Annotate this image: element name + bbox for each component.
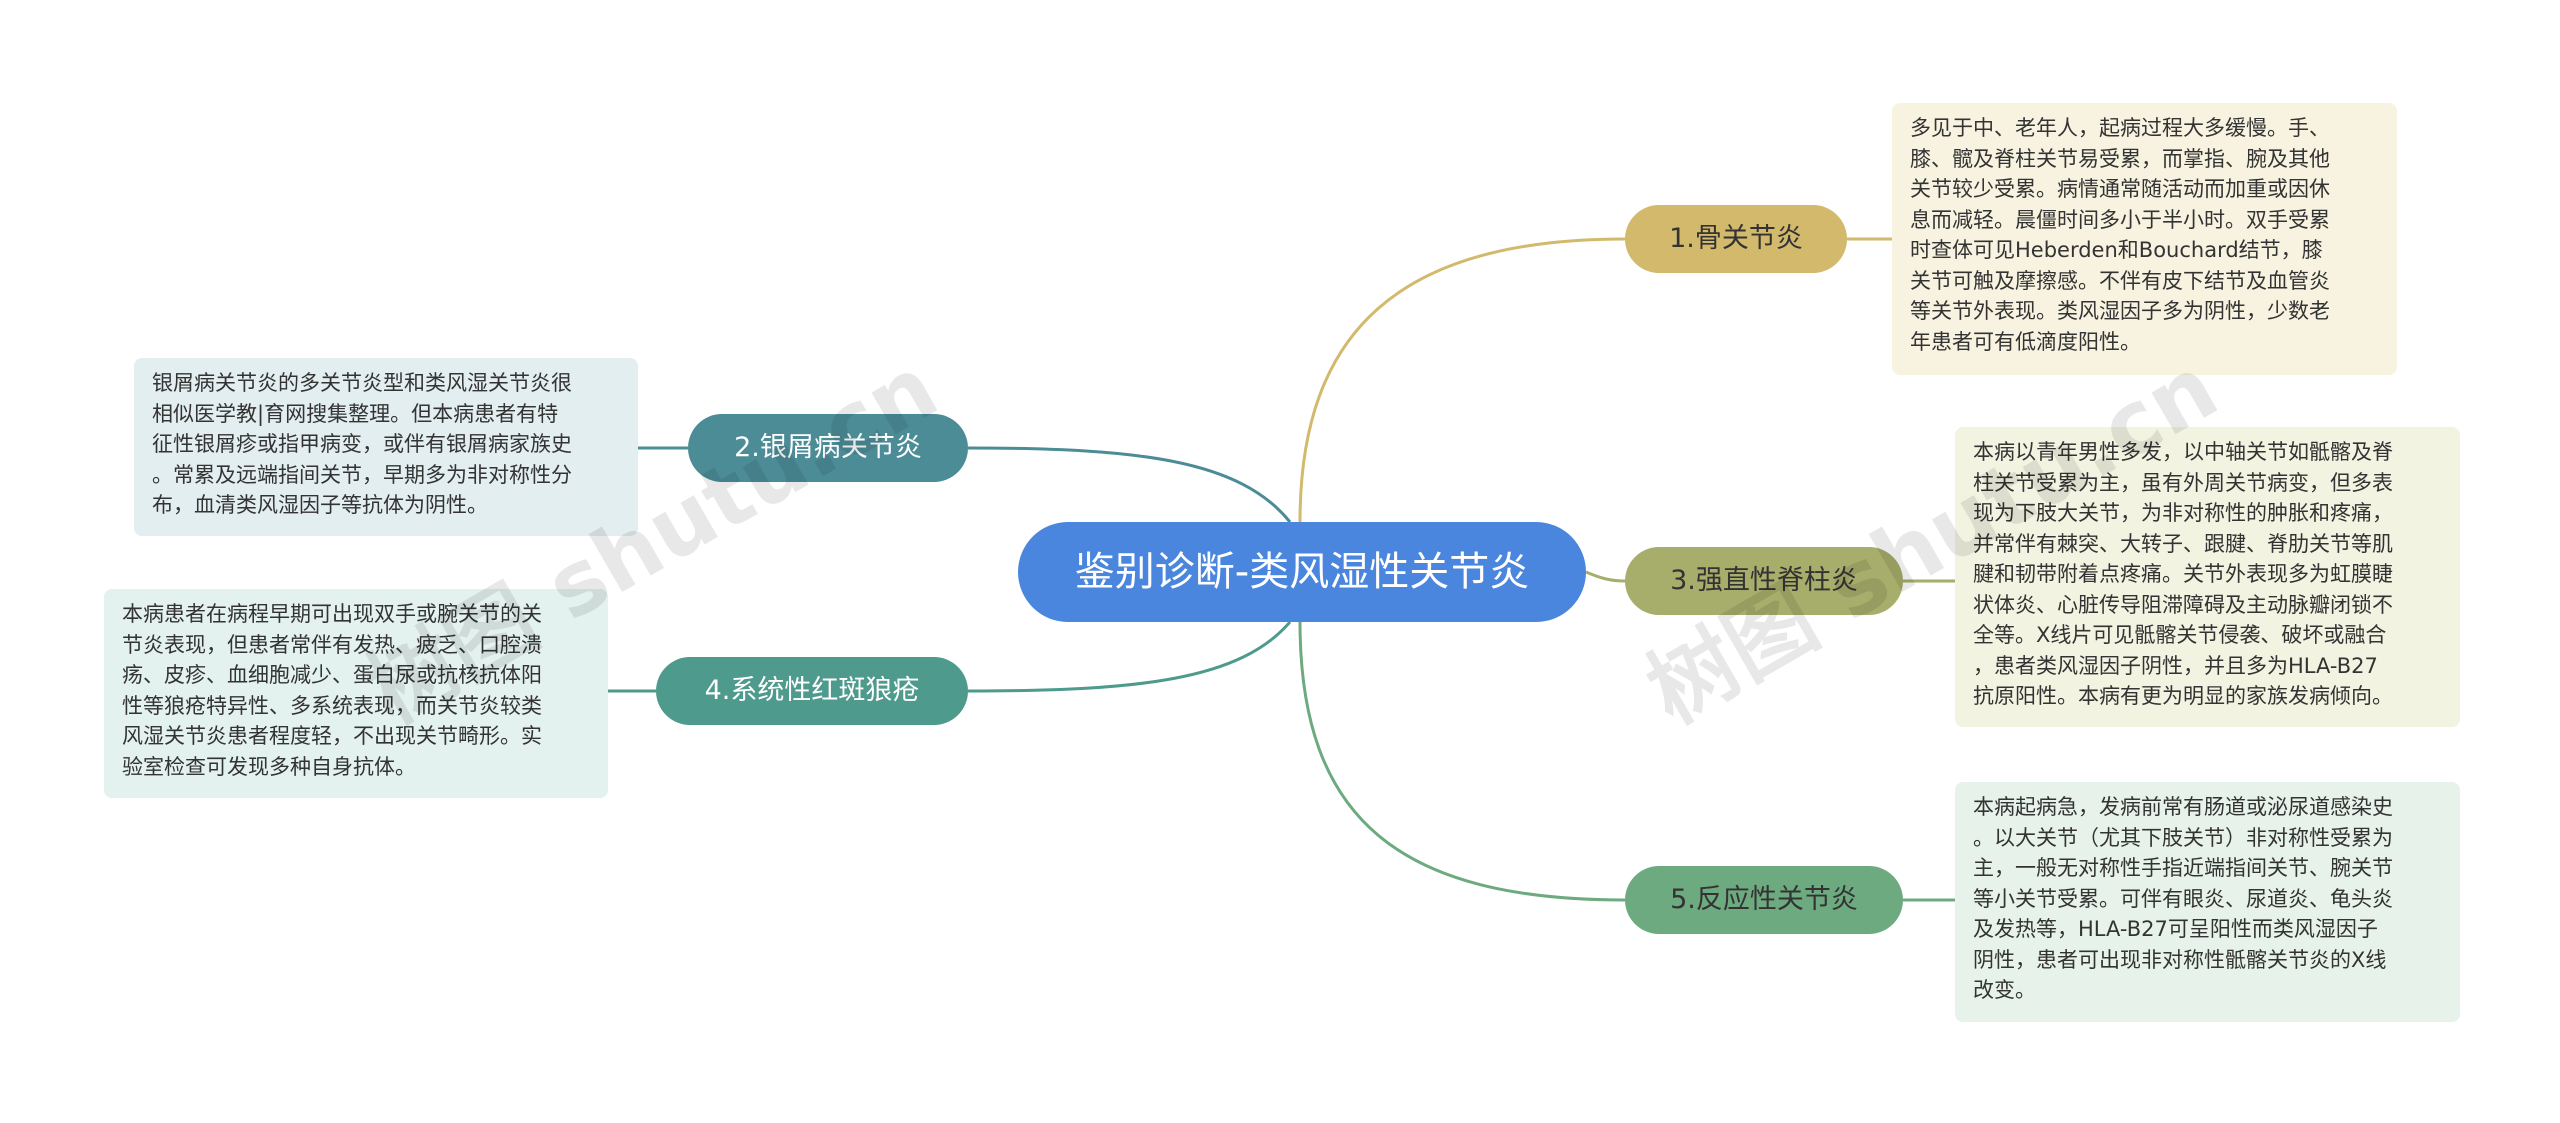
note-line: 本病以青年男性多发，以中轴关节如骶髂及脊 — [1973, 440, 2393, 464]
note-line: 关节较少受累。病情通常随活动而加重或因休 — [1910, 177, 2330, 201]
note-line: 节炎表现，但患者常伴有发热、疲乏、口腔溃 — [122, 632, 542, 657]
note-line: 等关节外表现。类风湿因子多为阴性，少数老 — [1910, 299, 2330, 323]
note-line: 。常累及远端指间关节，早期多为非对称性分 — [152, 462, 572, 487]
note-line: 风湿关节炎患者程度轻，不出现关节畸形。实 — [122, 724, 542, 748]
connector-branch-2 — [967, 446, 1292, 523]
note-line: 柱关节受累为主，虽有外周关节病变，但多表 — [1973, 470, 2393, 495]
connector-branch-1 — [1298, 237, 1626, 523]
branch-reactive-arthritis[interactable]: 5.反应性关节炎 — [1625, 866, 1903, 934]
note-line: 息而减轻。晨僵时间多小于半小时。双手受累 — [1910, 207, 2330, 232]
note-line: 时查体可见Heberden和Bouchard结节，膝 — [1910, 238, 2323, 262]
note-line: 抗原阳性。本病有更为明显的家族发病倾向。 — [1973, 684, 2393, 708]
note-psoriatic-arthritis[interactable]: 银屑病关节炎的多关节炎型和类风湿关节炎很 相似医学教|育网搜集整理。但本病患者有… — [134, 358, 638, 536]
note-line: 性等狼疮特异性、多系统表现，而关节炎较类 — [122, 693, 542, 718]
branch-psoriatic-arthritis[interactable]: 2.银屑病关节炎 — [688, 414, 968, 482]
note-line: 银屑病关节炎的多关节炎型和类风湿关节炎很 — [152, 371, 572, 395]
note-line: 年患者可有低滴度阳性。 — [1910, 329, 2141, 354]
note-line: 主，一般无对称性手指近端指间关节、腕关节 — [1973, 856, 2393, 880]
note-line: 改变。 — [1973, 978, 2036, 1002]
note-line: 关节可触及摩擦感。不伴有皮下结节及血管炎 — [1910, 268, 2330, 293]
branch-lupus[interactable]: 4.系统性红斑狼疮 — [656, 657, 968, 725]
note-line: 等小关节受累。可伴有眼炎、尿道炎、龟头炎 — [1973, 886, 2393, 911]
note-line: ，患者类风湿因子阴性，并且多为HLA-B27 — [1973, 653, 2378, 678]
connector-branch-3 — [1585, 570, 1626, 583]
note-line: 腱和韧带附着点疼痛。关节外表现多为虹膜睫 — [1973, 562, 2393, 586]
note-line: 本病患者在病程早期可出现双手或腕关节的关 — [122, 602, 542, 626]
branch-osteoarthritis[interactable]: 1.骨关节炎 — [1625, 205, 1847, 273]
note-line: 多见于中、老年人，起病过程大多缓慢。手、 — [1910, 116, 2330, 140]
note-line: 现为下肢大关节，为非对称性的肿胀和疼痛， — [1973, 501, 2393, 525]
note-line: 疡、皮疹、血细胞减少、蛋白尿或抗核抗体阳 — [122, 663, 542, 687]
note-line: 并常伴有棘突、大转子、跟腱、脊肋关节等肌 — [1973, 531, 2393, 556]
connector-branch-4 — [967, 621, 1292, 693]
note-line: 阴性，患者可出现非对称性骶髂关节炎的X线 — [1973, 947, 2387, 972]
connector-branch-5 — [1298, 621, 1626, 902]
note-line: 征性银屑疹或指甲病变，或伴有银屑病家族史 — [152, 432, 572, 456]
note-line: 状体炎、心脏传导阻滞障碍及主动脉瓣闭锁不 — [1973, 592, 2393, 617]
note-line: 布，血清类风湿因子等抗体为阴性。 — [152, 493, 488, 517]
note-lupus[interactable]: 本病患者在病程早期可出现双手或腕关节的关 节炎表现，但患者常伴有发热、疲乏、口腔… — [104, 589, 608, 798]
note-reactive-arthritis[interactable]: 本病起病急，发病前常有肠道或泌尿道感染史 。以大关节（尤其下肢关节）非对称性受累… — [1955, 782, 2460, 1022]
note-line: 本病起病急，发病前常有肠道或泌尿道感染史 — [1973, 795, 2393, 819]
central-topic[interactable]: 鉴别诊断-类风湿性关节炎 — [1018, 522, 1586, 622]
note-ankylosing-spondylitis[interactable]: 本病以青年男性多发，以中轴关节如骶髂及脊 柱关节受累为主，虽有外周关节病变，但多… — [1955, 427, 2460, 727]
note-line: 及发热等，HLA-B27可呈阳性而类风湿因子 — [1973, 917, 2378, 941]
note-line: 膝、髋及脊柱关节易受累，而掌指、腕及其他 — [1910, 146, 2330, 171]
note-line: 相似医学教|育网搜集整理。但本病患者有特 — [152, 401, 559, 426]
branch-ankylosing-spondylitis[interactable]: 3.强直性脊柱炎 — [1625, 547, 1903, 615]
note-osteoarthritis[interactable]: 多见于中、老年人，起病过程大多缓慢。手、 膝、髋及脊柱关节易受累，而掌指、腕及其… — [1892, 103, 2397, 375]
note-line: 。以大关节（尤其下肢关节）非对称性受累为 — [1973, 825, 2393, 850]
note-line: 全等。X线片可见骶髂关节侵袭、破坏或融合 — [1973, 623, 2387, 647]
note-line: 验室检查可发现多种自身抗体。 — [122, 754, 416, 779]
